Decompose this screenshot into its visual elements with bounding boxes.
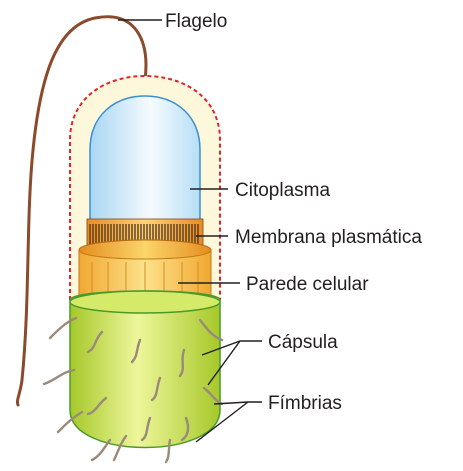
capsule-body: [70, 291, 220, 448]
cytoplasm: [90, 96, 200, 220]
label-membrana-plasmatica: Membrana plasmática: [235, 227, 422, 248]
label-fimbrias: Fímbrias: [268, 393, 342, 414]
label-capsula: Cápsula: [268, 332, 338, 353]
capsule-top-rim: [70, 291, 220, 313]
label-parede-celular: Parede celular: [246, 274, 369, 295]
label-citoplasma: Citoplasma: [235, 180, 330, 201]
label-flagelo: Flagelo: [165, 11, 227, 32]
